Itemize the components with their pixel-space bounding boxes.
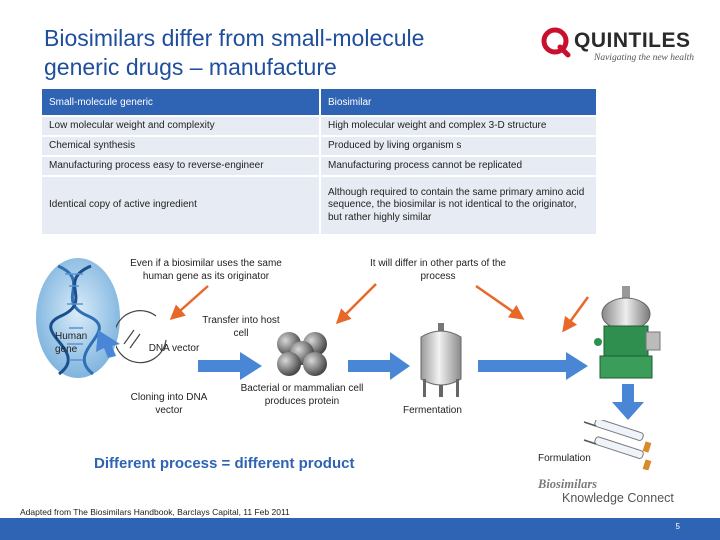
note-process: It will differ in other parts of the pro…	[370, 258, 506, 282]
label-bacterial: Bacterial or mammalian cell produces pro…	[240, 383, 364, 407]
table-row: Identical copy of active ingredient Alth…	[42, 175, 598, 234]
comparison-table: Small-molecule generic Biosimilar Low mo…	[42, 89, 598, 234]
slide-title: Biosimilars differ from small-molecule g…	[44, 25, 425, 80]
blue-arrow-3	[348, 352, 410, 380]
quintiles-logo: QUINTILES Navigating the new health	[540, 26, 700, 70]
page-number: 5	[675, 522, 680, 531]
orange-arrow-host	[335, 283, 377, 325]
table-row: Manufacturing process easy to reverse-en…	[42, 155, 598, 176]
note-gene: Even if a biosimilar uses the same human…	[130, 258, 282, 282]
label-human-gene: Human gene	[55, 331, 88, 355]
logo-tagline: Navigating the new health	[594, 53, 695, 63]
label-cloning: Cloning into DNA vector	[130, 392, 208, 416]
label-fermentation: Fermentation	[403, 405, 462, 416]
fermentation-tank-image	[420, 323, 462, 397]
tagline: Different process = different product	[94, 455, 355, 472]
blue-arrow-4	[478, 352, 588, 380]
table-cell: Manufacturing process cannot be replicat…	[320, 155, 598, 176]
dna-vector-image	[116, 310, 167, 364]
table-row: Chemical synthesis Produced by living or…	[42, 135, 598, 156]
dna-helix-image	[36, 258, 120, 378]
table-cell: Chemical synthesis	[42, 135, 321, 156]
label-transfer: Transfer into host cell	[202, 315, 280, 339]
bkc-logo-line1: Biosimilars	[538, 477, 598, 491]
centrifuge-image	[594, 286, 661, 379]
bkc-logo: Biosimilars Knowledge Connect	[538, 477, 708, 509]
table-cell: High molecular weight and complex 3-D st…	[320, 115, 598, 136]
label-dna-vector: DNA vector	[148, 343, 200, 354]
label-formulation: Formulation	[538, 453, 591, 464]
table-cell: Although required to contain the same pr…	[320, 175, 598, 234]
logo-name: QUINTILES	[574, 29, 691, 52]
footer-bar: 5	[0, 518, 720, 540]
orange-arrow-purification	[562, 296, 590, 333]
orange-arrow-fermentation	[475, 284, 525, 320]
header-small-molecule: Small-molecule generic	[42, 89, 321, 116]
table-cell: Produced by living organism s	[320, 135, 598, 156]
host-cells-image	[277, 332, 327, 376]
quintiles-logo-icon	[541, 27, 571, 58]
blue-arrow-5	[612, 384, 644, 420]
syringes-image	[583, 420, 652, 470]
source-citation: Adapted from The Biosimilars Handbook, B…	[20, 507, 290, 517]
header-biosimilar: Biosimilar	[320, 89, 598, 116]
bkc-logo-line2: Knowledge Connect	[562, 491, 674, 505]
table-cell: Low molecular weight and complexity	[42, 115, 321, 136]
table-row: Low molecular weight and complexity High…	[42, 115, 598, 136]
table-header-row: Small-molecule generic Biosimilar	[42, 89, 598, 116]
blue-arrow-2	[198, 352, 262, 380]
table-cell: Identical copy of active ingredient	[42, 175, 321, 234]
table-cell: Manufacturing process easy to reverse-en…	[42, 155, 321, 176]
